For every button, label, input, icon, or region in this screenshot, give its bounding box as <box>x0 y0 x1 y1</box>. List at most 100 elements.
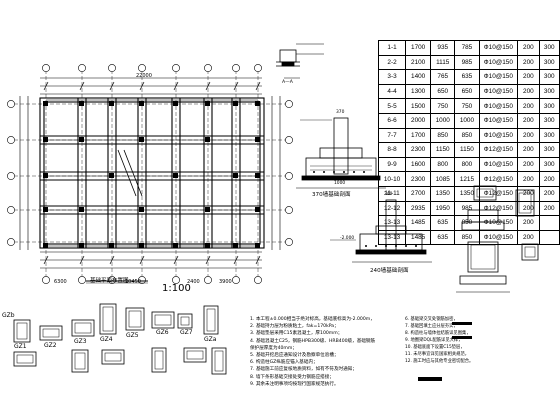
schedule-cell: 300 <box>538 142 560 158</box>
column-tag: GZ3 <box>74 338 87 345</box>
schedule-cell: 985 <box>454 200 480 217</box>
design-notes-continued: 6. 基础梁交叉处钢筋加密， 7. 基础回填土应分层夯实， 8. 构造柱与墙体拉… <box>405 316 555 365</box>
section-elev: -2.000 <box>340 236 355 241</box>
schedule-cell: 850 <box>454 127 480 144</box>
schedule-cell: 200 <box>517 112 540 129</box>
schedule-cell: 9-9 <box>377 156 407 173</box>
schedule-cell: 4-4 <box>377 83 407 100</box>
column-tag: GZ4 <box>100 336 113 343</box>
schedule-cell: 800 <box>430 156 456 173</box>
note-line: 保护层厚度为40mm； <box>250 345 297 351</box>
note-line: 4. 基础混凝土C25，钢筋HPB300级、HRB400级，基础钢筋 <box>250 338 376 344</box>
section-370-title: 370墙基础剖面 <box>312 192 351 198</box>
schedule-cell: Ф10@150 <box>478 69 519 85</box>
schedule-cell: 1115 <box>430 54 456 71</box>
schedule-cell: 765 <box>430 69 456 85</box>
column-tag: GZa <box>204 336 217 343</box>
schedule-cell: 200 <box>517 156 540 173</box>
plan-bottom-dim-2: 10450 <box>125 279 141 285</box>
schedule-cell: 1700 <box>405 40 432 56</box>
schedule-cell: 1500 <box>405 98 432 114</box>
schedule-cell <box>538 229 560 246</box>
schedule-cell: Ф10@150 <box>478 54 519 71</box>
schedule-cell: 13-13 <box>377 229 407 246</box>
note-line: 7. 基础回填土应分层夯实， <box>405 324 458 329</box>
schedule-cell: 1350 <box>454 185 480 202</box>
column-tag: GZ5 <box>126 332 139 339</box>
schedule-cell: 850 <box>454 229 480 246</box>
schedule-cell: 1150 <box>430 142 456 158</box>
column-tag: GZb <box>2 312 15 319</box>
schedule-cell: 1485 <box>405 229 432 246</box>
note-line: 10. 基础底面下设置C15垫层， <box>405 345 465 350</box>
schedule-cell: 1215 <box>454 171 480 187</box>
section-aa-label: A—A <box>282 80 293 85</box>
note-line: 1. 本工程±0.000相当于绝对标高，基础底标高为-2.000m， <box>250 317 375 322</box>
schedule-cell: 200 <box>517 229 540 246</box>
schedule-cell: 985 <box>454 54 480 71</box>
schedule-cell: 2100 <box>405 54 432 71</box>
schedule-cell: 800 <box>454 156 480 173</box>
schedule-cell: Ф10@150 <box>478 156 519 173</box>
schedule-cell: 5-5 <box>377 98 407 114</box>
note-line: 11. 未尽事宜详见国家相关规范， <box>405 352 470 357</box>
schedule-cell: 2000 <box>405 112 432 129</box>
schedule-cell: 1950 <box>430 200 456 217</box>
plan-top-dim: 22000 <box>136 73 152 79</box>
schedule-cell: 935 <box>430 40 456 56</box>
schedule-cell: 11-11 <box>377 185 407 202</box>
schedule-cell: Ф10@150 <box>478 229 519 246</box>
schedule-cell: Ф12@150 <box>478 185 519 202</box>
schedule-cell: 300 <box>538 69 560 85</box>
plan-bottom-dim-4: 3900 <box>219 279 232 285</box>
schedule-cell: 785 <box>454 40 480 56</box>
schedule-cell: 635 <box>430 215 456 231</box>
note-line: 9. 地圈梁DQL配筋详见大样， <box>405 338 463 343</box>
schedule-cell: 1150 <box>454 142 480 158</box>
schedule-cell: 3-3 <box>377 69 407 85</box>
schedule-cell: 13-13 <box>377 215 407 231</box>
schedule-cell: 2300 <box>405 142 432 158</box>
schedule-cell: 200 <box>538 171 560 187</box>
schedule-cell: 850 <box>430 127 456 144</box>
schedule-cell: Ф10@150 <box>478 215 519 231</box>
design-notes: 1. 本工程±0.000相当于绝对标高，基础底标高为-2.000m， 2. 基础… <box>250 316 400 388</box>
schedule-cell: 635 <box>454 69 480 85</box>
schedule-cell: 2300 <box>405 171 432 187</box>
column-tag: GZ6 <box>156 329 169 336</box>
schedule-cell: 635 <box>430 229 456 246</box>
schedule-cell: 10-10 <box>377 171 407 187</box>
note-line: 7. 基础施工前应复核地质资料，如有不符及时通知； <box>250 367 357 373</box>
column-tag: GZ7 <box>180 329 193 336</box>
schedule-cell: 12-12 <box>377 200 407 217</box>
schedule-cell: 200 <box>538 185 560 202</box>
schedule-cell: 1300 <box>405 83 432 100</box>
schedule-cell: 300 <box>538 156 560 173</box>
note-marks <box>418 322 472 381</box>
section-370-wall: 370 <box>336 110 345 115</box>
schedule-cell: 200 <box>517 83 540 100</box>
schedule-cell: 200 <box>517 171 540 187</box>
schedule-cell: Ф10@150 <box>478 98 519 114</box>
schedule-cell: 300 <box>538 83 560 100</box>
schedule-cell: 1700 <box>405 127 432 144</box>
schedule-cell: 6-6 <box>377 112 407 129</box>
section-370 <box>296 117 386 189</box>
schedule-cell: 650 <box>430 83 456 100</box>
note-line: 6. 基础梁交叉处钢筋加密， <box>405 317 458 322</box>
schedule-cell: 750 <box>430 98 456 114</box>
schedule-cell: 200 <box>517 98 540 114</box>
schedule-cell: Ф10@150 <box>478 40 519 56</box>
note-line: 6. 构造柱GZ纵筋应锚入基础内； <box>250 360 318 366</box>
